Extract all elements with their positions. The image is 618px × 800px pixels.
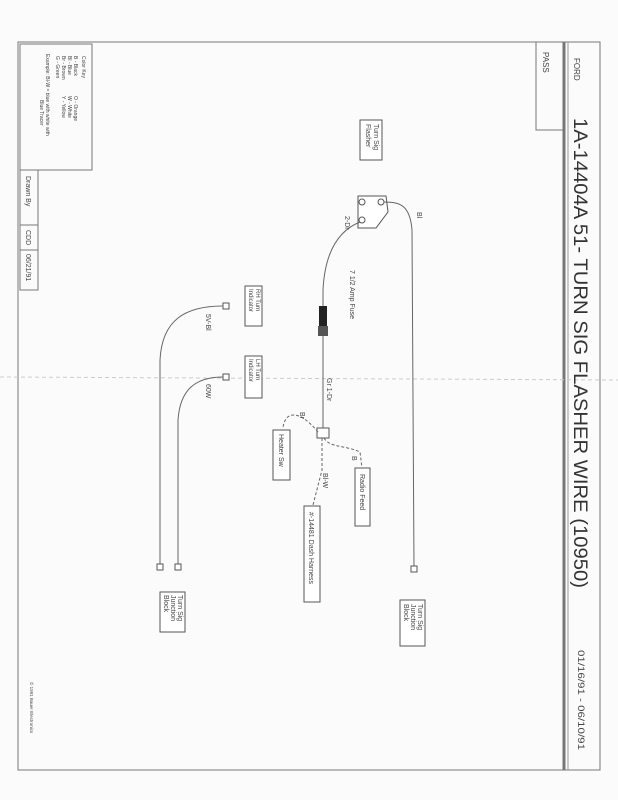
color-key-title: Color Key	[80, 56, 86, 78]
lh-indicator-label: Indicator	[247, 359, 253, 382]
wire-rh	[159, 305, 224, 565]
wire-dash	[312, 438, 323, 506]
drawn-by-box	[19, 169, 39, 291]
copyright: © 1991 Bauer Electronics	[29, 682, 35, 734]
junction-label: Junction	[169, 595, 176, 621]
junction-label: Junction	[409, 604, 416, 630]
scan-fold-line	[0, 376, 618, 381]
rh-indicator-label: RH Turn	[254, 289, 260, 311]
junction-label: Turn Sig	[176, 595, 183, 621]
color-key-example: Example: Bl-W = blue with white with	[44, 54, 50, 136]
drawn-by-label: Drawn By	[24, 176, 31, 207]
lh-indicator-label: LH Turn	[254, 359, 260, 380]
type-label: PASS	[541, 52, 550, 73]
color-key-item: O - Orange	[72, 96, 78, 121]
drawn-date: 06/21/91	[24, 254, 31, 281]
wire-heater	[282, 414, 319, 433]
radio-feed-box	[354, 467, 371, 527]
wire-label: Gr 1-Dr	[325, 378, 332, 402]
color-key-item: G - Green	[54, 56, 60, 78]
radio-feed-label: Radio Feed	[358, 474, 365, 510]
junction-block-left	[159, 591, 186, 633]
wire-label: B	[350, 456, 357, 461]
wire-label: Bl	[415, 212, 422, 219]
color-key-item: W - White	[66, 96, 72, 118]
color-key-item: Br - Brown	[60, 56, 66, 80]
color-key-box	[19, 43, 93, 171]
wire-label: 60W	[204, 384, 211, 399]
rh-indicator-label: Indicator	[247, 289, 253, 312]
drawn-by: CDD	[24, 230, 31, 245]
wire-label: 5V-Bl	[204, 314, 211, 331]
connector-icon	[410, 565, 418, 573]
wire-label: Br	[298, 412, 305, 420]
rh-indicator-box	[244, 285, 263, 327]
junction-label: Turn Sig	[416, 604, 423, 630]
connector-icon	[222, 373, 230, 381]
diagram-title: 1A-14404A 51- TURN SIG FLASHER WIRE (109…	[569, 118, 590, 588]
date-range: 01/16/91 - 06/10/91	[576, 650, 586, 750]
junction-label: Block	[402, 604, 409, 622]
heater-switch-label: Heater Sw	[277, 434, 284, 468]
color-key-item: Y - Yellow	[60, 96, 66, 118]
wire-2dr	[322, 221, 361, 430]
wire-lh	[177, 376, 224, 565]
connector-icon	[156, 563, 164, 571]
dash-harness-label: #-14481 Dash Harness	[307, 512, 314, 584]
flasher-label-box	[359, 119, 383, 161]
flasher-label: Turn Sig	[372, 124, 379, 150]
fuse-label: 7 1/2 Amp Fuse	[348, 270, 355, 319]
fuse-icon	[319, 306, 327, 328]
dash-harness-box	[303, 505, 321, 603]
wire-bl	[383, 201, 415, 569]
splice-icon	[316, 427, 330, 439]
pass-box	[535, 41, 565, 131]
page-border	[17, 41, 601, 771]
wire-radio	[323, 437, 363, 469]
wire-label: Bl-W	[321, 473, 328, 489]
heater-switch-box	[272, 429, 291, 481]
junction-block-right	[399, 599, 426, 647]
make-label: FORD	[572, 58, 581, 81]
wire-label: 2-Dr	[343, 216, 350, 230]
flasher-label: Flasher	[364, 124, 371, 148]
lh-indicator-box	[244, 355, 263, 399]
color-key-example: Blue Tracer	[38, 100, 44, 126]
junction-label: Block	[162, 595, 169, 613]
color-key-item: Bl - Blue	[66, 56, 72, 75]
connector-icon	[174, 563, 182, 571]
connector-icon	[222, 302, 230, 310]
color-key-item: B - Black	[72, 56, 78, 77]
